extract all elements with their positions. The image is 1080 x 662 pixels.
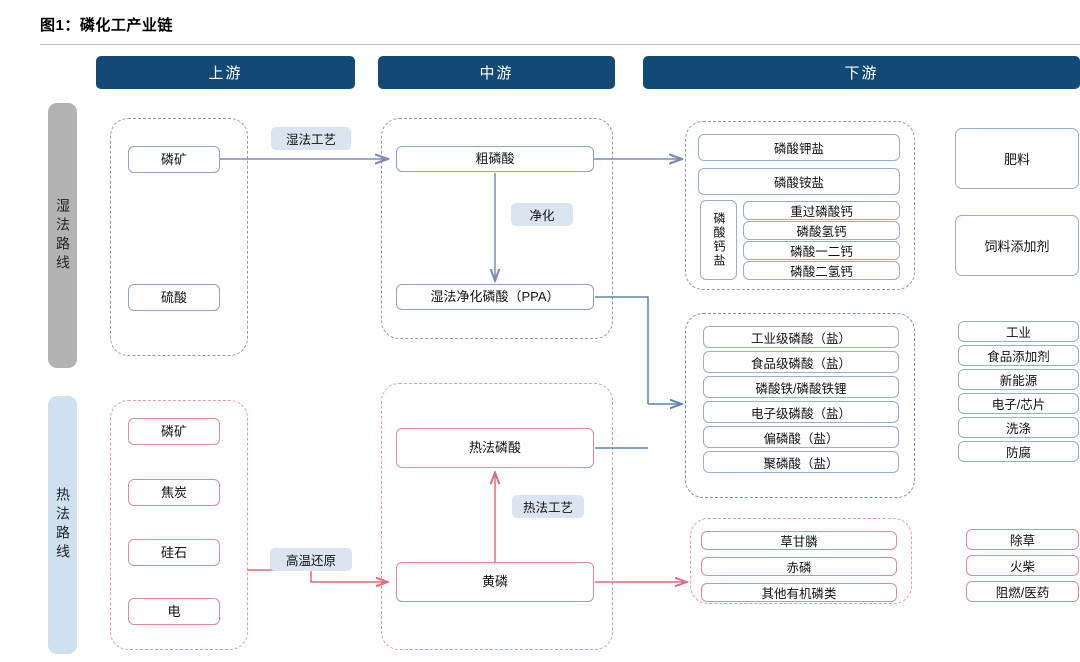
application-feed-additive[interactable]: 饲料添加剂	[955, 215, 1079, 276]
node-electricity[interactable]: 电	[128, 598, 220, 625]
application-detergent[interactable]: 洗涤	[958, 417, 1079, 438]
route-label-thermal: 热法路线	[48, 396, 77, 654]
application-new-energy[interactable]: 新能源	[958, 369, 1079, 390]
application-industrial[interactable]: 工业	[958, 321, 1079, 342]
downstream-item-mcp[interactable]: 磷酸二氢钙	[743, 261, 900, 280]
application-fertilizer[interactable]: 肥料	[955, 128, 1079, 189]
title-divider	[40, 44, 1080, 45]
figure-title: 图1：磷化工产业链	[40, 17, 173, 34]
downstream-item-electronic-grade[interactable]: 电子级磷酸（盐）	[703, 401, 899, 423]
application-herbicide[interactable]: 除草	[966, 529, 1079, 550]
node-sulfuric-acid[interactable]: 硫酸	[128, 284, 220, 311]
process-chip-high-temp-reduction: 高温还原	[270, 548, 352, 571]
route-label-wet: 湿法路线	[48, 103, 77, 368]
node-phosphate-rock-thermal[interactable]: 磷矿	[128, 418, 220, 445]
process-chip-purification: 净化	[511, 203, 573, 226]
node-crude-phosphoric-acid[interactable]: 粗磷酸	[396, 146, 594, 172]
application-matches[interactable]: 火柴	[966, 555, 1079, 576]
downstream-item-ammonium-phosphate[interactable]: 磷酸铵盐	[698, 168, 900, 195]
downstream-item-other-organophosphorus[interactable]: 其他有机磷类	[701, 583, 897, 602]
application-flame-retardant-pharma[interactable]: 阻燃/医药	[966, 581, 1079, 602]
application-food-additive[interactable]: 食品添加剂	[958, 345, 1079, 366]
stage-header-downstream: 下游	[643, 56, 1080, 89]
downstream-item-potassium-phosphate[interactable]: 磷酸钾盐	[698, 134, 900, 161]
downstream-item-food-grade[interactable]: 食品级磷酸（盐）	[703, 351, 899, 373]
stage-header-midstream: 中游	[378, 56, 615, 89]
downstream-item-red-phosphorus[interactable]: 赤磷	[701, 557, 897, 576]
downstream-item-metaphosphoric[interactable]: 偏磷酸（盐）	[703, 426, 899, 448]
application-anticorrosion[interactable]: 防腐	[958, 441, 1079, 462]
downstream-item-industrial-grade[interactable]: 工业级磷酸（盐）	[703, 326, 899, 348]
node-silica[interactable]: 硅石	[128, 539, 220, 566]
stage-header-upstream: 上游	[96, 56, 355, 89]
process-chip-thermal: 热法工艺	[512, 495, 584, 518]
downstream-item-iron-phosphate[interactable]: 磷酸铁/磷酸铁锂	[703, 376, 899, 398]
process-chip-wet: 湿法工艺	[271, 127, 351, 150]
downstream-item-tsp[interactable]: 重过磷酸钙	[743, 201, 900, 220]
downstream-item-polyphosphoric[interactable]: 聚磷酸（盐）	[703, 451, 899, 473]
downstream-item-dcp[interactable]: 磷酸氢钙	[743, 221, 900, 240]
node-coke[interactable]: 焦炭	[128, 479, 220, 506]
node-thermal-phosphoric-acid[interactable]: 热法磷酸	[396, 428, 594, 468]
downstream-item-mdcp[interactable]: 磷酸一二钙	[743, 241, 900, 260]
application-electronics-chips[interactable]: 电子/芯片	[958, 393, 1079, 414]
downstream-label-calcium-phosphate: 磷酸钙盐	[700, 200, 737, 280]
node-yellow-phosphorus[interactable]: 黄磷	[396, 562, 594, 602]
downstream-item-glyphosate[interactable]: 草甘膦	[701, 531, 897, 550]
node-phosphate-rock-wet[interactable]: 磷矿	[128, 146, 220, 173]
node-purified-phosphoric-acid[interactable]: 湿法净化磷酸（PPA）	[396, 284, 594, 310]
